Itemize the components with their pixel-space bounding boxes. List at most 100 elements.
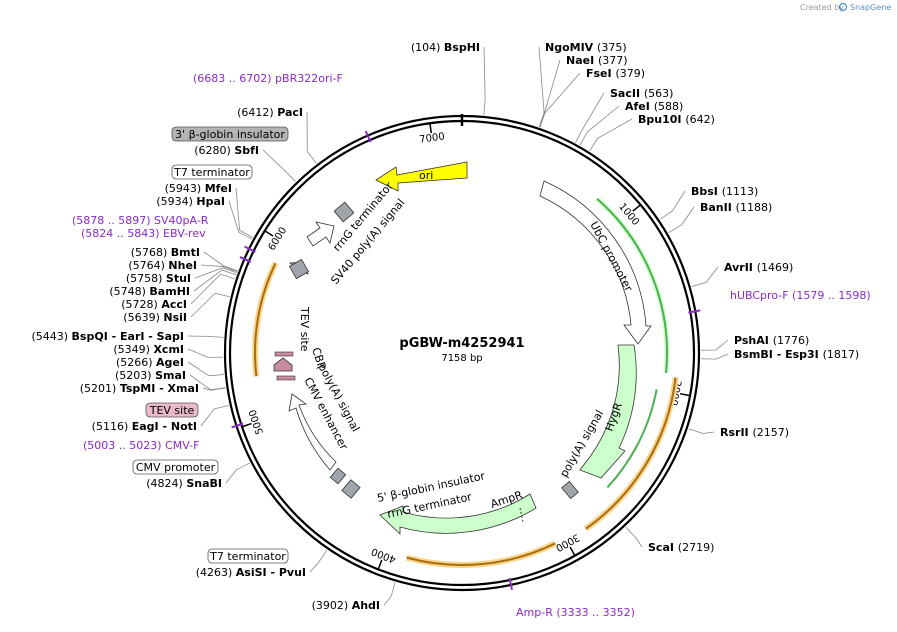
snapgene-brand: SnapGene <box>850 3 891 12</box>
site-label[interactable]: (4263) AsiSI - PvuI <box>196 566 306 579</box>
cmv-enhancer-feature[interactable] <box>288 393 337 471</box>
primer-label[interactable]: (5878 .. 5897) SV40pA-R <box>72 214 209 227</box>
site-label[interactable]: (5266) AgeI <box>116 356 184 369</box>
leader-PshAI <box>700 339 729 351</box>
hygr-orf <box>606 389 658 489</box>
leader-NheI <box>200 264 238 273</box>
site-label[interactable]: (5203) SmaI <box>115 369 186 382</box>
primer-label[interactable]: (6683 .. 6702) pBR322ori-F <box>193 72 343 85</box>
ubc-promoter-feature[interactable] <box>539 180 652 345</box>
ampr-feature[interactable] <box>379 493 537 535</box>
site-label[interactable]: PshAI (1776) <box>734 334 809 347</box>
leader-SnaBI <box>225 462 250 484</box>
primer-label[interactable]: hUBCpro-F (1579 .. 1598) <box>730 289 871 302</box>
feature-box[interactable] <box>171 126 289 142</box>
leader-AsiSI - PvuI <box>309 549 328 573</box>
cbp-feature[interactable] <box>273 357 293 372</box>
tick-2000 <box>680 393 691 397</box>
site-label[interactable]: (5748) BamHI <box>109 285 190 298</box>
leader-BmtI <box>203 251 238 272</box>
orf-arcs <box>252 196 679 568</box>
site-label[interactable]: AvrII (1469) <box>724 261 793 274</box>
leader-EagI - NotI <box>200 405 229 427</box>
site-label[interactable]: (5934) HpaI <box>156 195 225 208</box>
site-label[interactable]: NaeI (377) <box>566 54 628 67</box>
tev-feature-2[interactable] <box>276 375 296 381</box>
tick-6000 <box>264 230 274 237</box>
leader-StuI <box>194 267 237 279</box>
sv40-polya-feature[interactable] <box>288 258 310 280</box>
leader-Bpu10I <box>589 118 633 152</box>
primer-label[interactable]: (5824 .. 5843) EBV-rev <box>81 227 206 240</box>
tick-3000 <box>569 546 576 557</box>
polya-cmv-feature[interactable] <box>329 467 347 485</box>
feature-box[interactable] <box>171 164 253 180</box>
leader-TspMI - XmaI <box>202 387 226 391</box>
feature-box[interactable] <box>145 402 199 418</box>
site-label[interactable]: (5443) BspQI - EarI - SapI <box>31 330 184 343</box>
site-label[interactable]: (104) BspHI <box>411 41 480 54</box>
site-label[interactable]: (3902) AhdI <box>312 599 380 612</box>
amp-orf <box>406 542 556 566</box>
site-label[interactable]: SacII (563) <box>610 87 673 100</box>
site-label[interactable]: NgoMIV (375) <box>545 41 627 54</box>
site-label[interactable]: (5758) StuI <box>126 272 191 285</box>
site-label[interactable]: (5768) BmtI <box>131 246 200 259</box>
site-label[interactable]: (6280) SbfI <box>194 144 259 157</box>
site-label[interactable]: (5943) MfeI <box>165 182 232 195</box>
polya-hyg-feature[interactable] <box>561 480 579 500</box>
leader-AhdI <box>383 582 396 606</box>
site-label[interactable]: BbsI (1113) <box>691 185 758 198</box>
site-label[interactable]: FseI (379) <box>586 67 645 80</box>
primer-mark-SV40pA-R <box>244 245 256 253</box>
leader-SmaI <box>189 374 226 391</box>
site-label[interactable]: BanII (1188) <box>700 201 772 214</box>
tev-feature-1[interactable] <box>274 351 294 357</box>
primer-label[interactable]: Amp-R (3333 .. 3352) <box>516 606 635 619</box>
rrng-top-feature[interactable] <box>306 221 335 247</box>
site-label[interactable]: (5349) XcmI <box>113 343 184 356</box>
leader-BanII <box>668 206 695 233</box>
feature-box-label: T7 terminator <box>209 550 286 563</box>
site-label[interactable]: BsmBI - Esp3I (1817) <box>734 348 859 361</box>
ori-feature[interactable] <box>375 161 468 192</box>
feature-box[interactable] <box>132 459 219 475</box>
site-label[interactable]: (5201) TspMI - XmaI <box>80 382 199 395</box>
leader-XcmI <box>187 348 224 358</box>
leader-BamHI <box>193 269 237 292</box>
leader-NsiI <box>190 292 230 318</box>
site-label[interactable]: ScaI (2719) <box>648 541 714 554</box>
primer-mark-hUBCpro-F <box>688 309 701 314</box>
leader-AfeI <box>579 105 620 146</box>
primers: (6683 .. 6702) pBR322ori-F (5878 .. 5897)… <box>72 72 871 619</box>
site-label[interactable]: (5728) AccI <box>121 298 187 311</box>
primer-label[interactable]: (5003 .. 5023) CMV-F <box>83 439 199 452</box>
feature-box[interactable] <box>207 548 289 564</box>
site-label[interactable]: AfeI (588) <box>625 100 683 113</box>
site-label[interactable]: RsrII (2157) <box>720 426 789 439</box>
feature-box-label: TEV site <box>149 404 195 417</box>
created-by-text: Created by <box>800 3 844 12</box>
tick-label: 3000 <box>554 531 582 553</box>
site-label[interactable]: (6412) PacI <box>237 106 303 119</box>
tick-label: 6000 <box>267 225 290 252</box>
leader-BbsI <box>659 190 686 220</box>
primer-mark-pBR322ori-F <box>364 130 372 143</box>
site-label[interactable]: (5116) EagI - NotI <box>92 420 197 433</box>
tick-7000 <box>429 123 433 134</box>
tick-label: 5000 <box>247 408 266 436</box>
restriction-sites: (104) BspHI NgoMIV (375)NaeI (377)FseI (3… <box>31 41 859 612</box>
beta-globin-bottom-feature[interactable] <box>341 479 361 499</box>
beta-globin-top-feature[interactable] <box>333 201 355 223</box>
plasmid-length: 7158 bp <box>441 353 482 364</box>
feature-box-label: T7 terminator <box>173 166 250 179</box>
site-label[interactable]: (5639) NsiI <box>123 311 187 324</box>
leader-AccI <box>190 273 235 305</box>
site-label[interactable]: Bpu10I (642) <box>638 113 715 126</box>
site-label[interactable]: (4824) SnaBI <box>146 477 222 490</box>
leader-MfeI <box>235 187 253 238</box>
hygr-feature[interactable] <box>579 344 637 479</box>
site-label[interactable]: (5764) NheI <box>128 259 197 272</box>
